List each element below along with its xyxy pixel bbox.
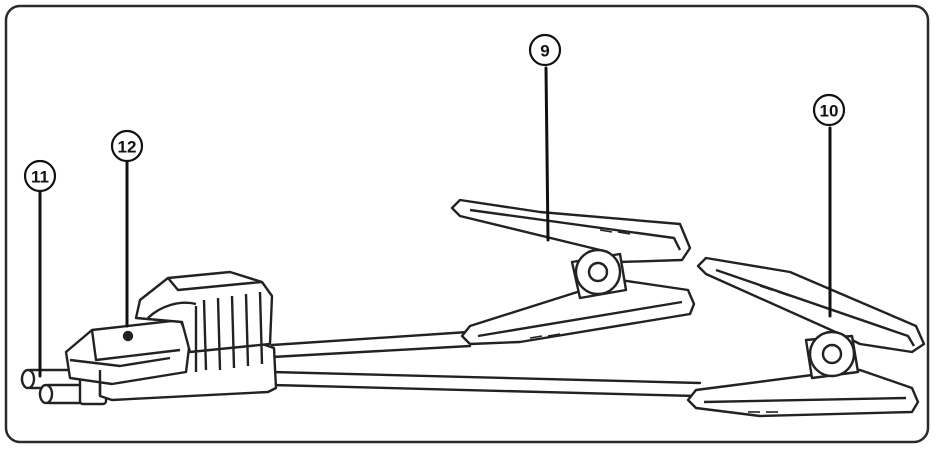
connector-box-top xyxy=(167,277,263,292)
leader-9 xyxy=(544,66,550,242)
clamp-9-upper-jaw xyxy=(450,198,692,264)
callout-12-label: 12 xyxy=(118,138,137,157)
callout-11: 11 xyxy=(23,159,57,193)
callout-11-label: 11 xyxy=(31,168,49,187)
callout-10: 10 xyxy=(812,93,846,127)
clamp-10-lower-jaw xyxy=(686,368,920,418)
callout-9-label: 9 xyxy=(540,42,549,61)
connector-box-front xyxy=(64,318,192,386)
callout-9: 9 xyxy=(528,33,562,67)
clamp-10 xyxy=(686,256,926,418)
connector-indicator-dot xyxy=(122,330,134,342)
callout-12: 12 xyxy=(110,129,144,163)
cable-to-clamp-10-lower-edge xyxy=(270,383,698,398)
callout-leaders xyxy=(38,66,832,378)
clamp-9 xyxy=(450,198,696,346)
clamp-10-upper-jaw xyxy=(696,256,926,354)
connector-ribs xyxy=(194,291,264,372)
cable-to-clamp-10 xyxy=(270,370,702,385)
clamp-10-pivot-inner xyxy=(821,343,843,365)
cables xyxy=(270,330,702,398)
callout-10-label: 10 xyxy=(820,102,839,121)
cable-to-clamp-9-lower-edge xyxy=(270,344,472,359)
cable-to-clamp-9 xyxy=(270,330,470,347)
clamp-9-pivot-inner xyxy=(587,261,609,283)
diagram-border xyxy=(4,4,930,444)
connector-housing xyxy=(20,270,278,406)
